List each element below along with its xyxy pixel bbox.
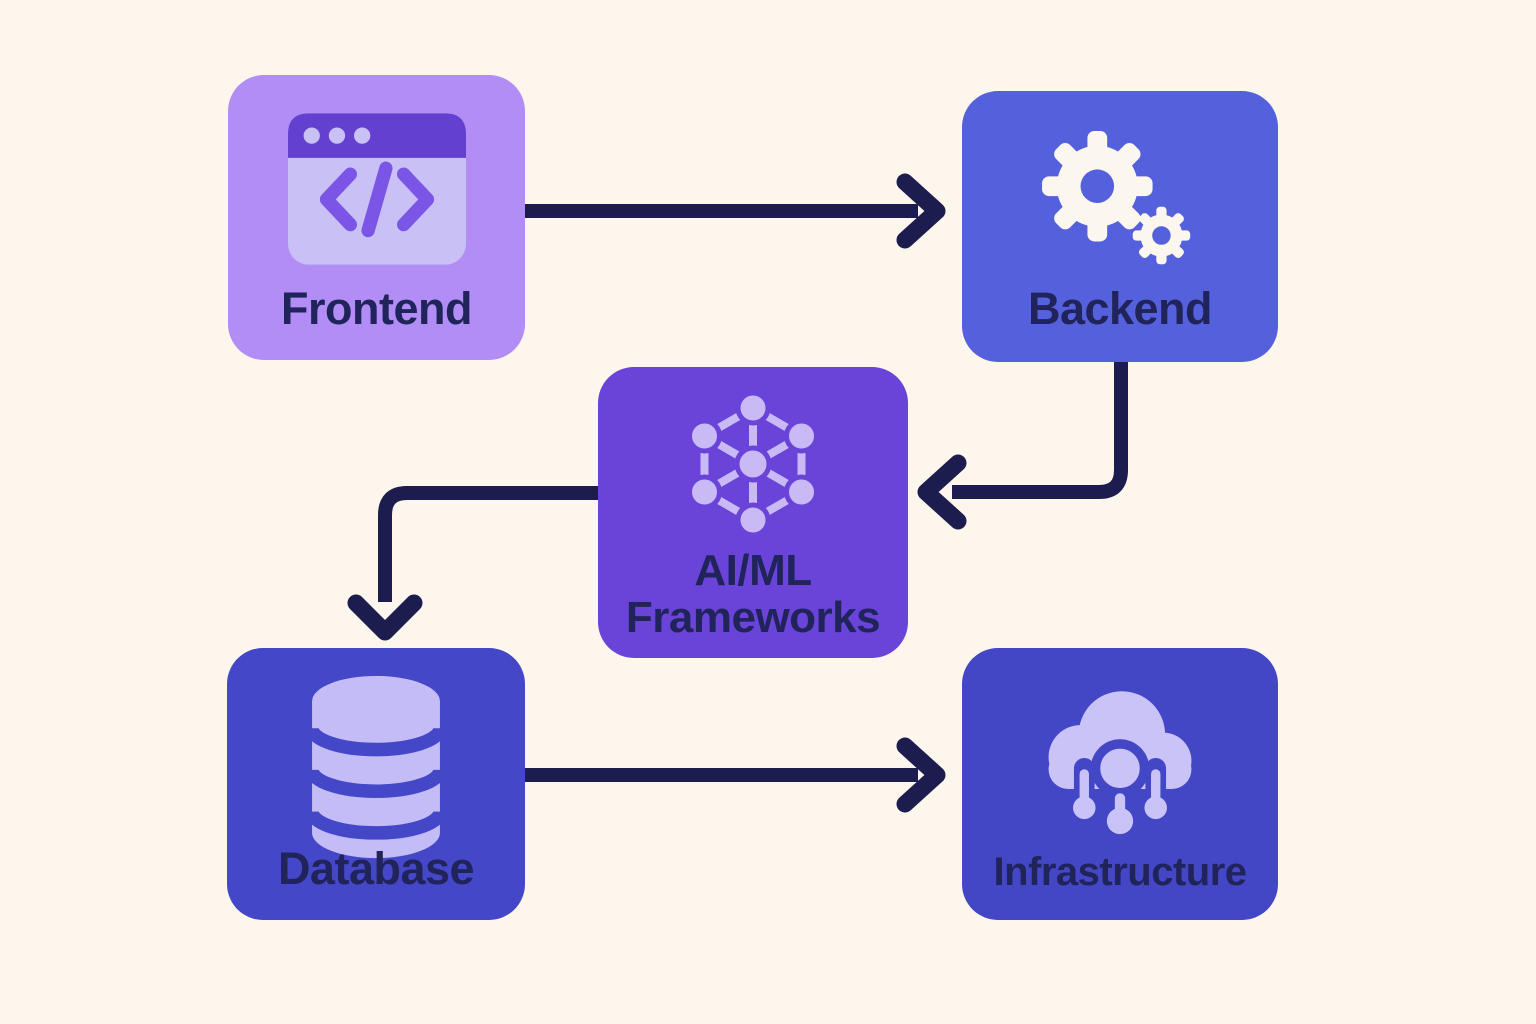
node-database: Database bbox=[227, 648, 525, 920]
network-nodes-icon bbox=[687, 390, 819, 538]
node-infrastructure-label: Infrastructure bbox=[993, 849, 1247, 894]
node-backend: Backend bbox=[962, 91, 1278, 362]
node-aiml-frameworks: AI/ML Frameworks bbox=[598, 367, 908, 658]
cloud-infrastructure-icon bbox=[1048, 691, 1192, 835]
gears-icon bbox=[1042, 130, 1191, 265]
node-infrastructure: Infrastructure bbox=[962, 648, 1278, 920]
arrow-database-to-infrastructure bbox=[525, 737, 946, 813]
browser-code-icon bbox=[287, 113, 466, 265]
node-frontend-label: Frontend bbox=[281, 283, 472, 335]
arrow-aiml-to-database bbox=[347, 486, 600, 641]
node-database-label: Database bbox=[277, 843, 475, 895]
arrow-frontend-to-backend bbox=[525, 173, 946, 249]
node-backend-label: Backend bbox=[1027, 283, 1213, 335]
node-aiml-frameworks-label: AI/ML Frameworks bbox=[625, 545, 881, 643]
node-frontend: Frontend bbox=[228, 75, 525, 360]
database-cylinder-icon bbox=[308, 675, 444, 859]
arrow-backend-to-aiml bbox=[917, 360, 1128, 530]
